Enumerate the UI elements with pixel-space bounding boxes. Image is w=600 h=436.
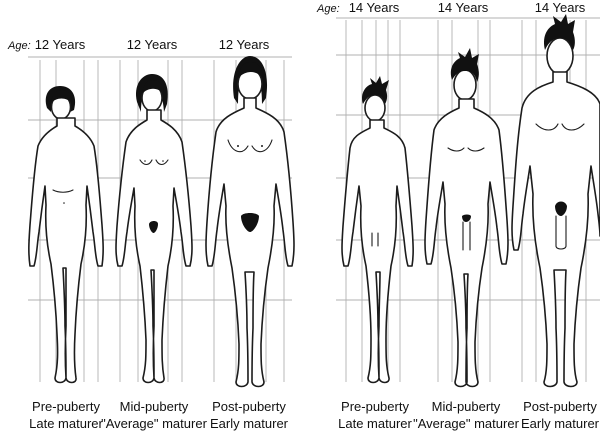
stage-label-left-3: Post-puberty <box>212 399 286 414</box>
maturer-label-left-2: "Average" maturer <box>101 416 207 431</box>
age-label-left: Age: <box>7 40 31 52</box>
age-label-right: Age: <box>316 3 340 15</box>
age-value-left-2: 12 Years <box>127 37 178 52</box>
age-value-right-3: 14 Years <box>535 0 586 15</box>
age-value-left-3: 12 Years <box>219 37 270 52</box>
age-value-right-2: 14 Years <box>438 0 489 15</box>
maturer-label-left-1: Late maturer <box>29 416 103 431</box>
figure-boy-pre-puberty <box>342 76 413 383</box>
maturer-label-right-3: Early maturer <box>521 416 600 431</box>
maturer-label-left-3: Early maturer <box>210 416 289 431</box>
figure-girl-post-puberty <box>206 56 294 387</box>
figure-boy-mid-puberty <box>425 48 508 387</box>
stage-label-right-2: Mid-puberty <box>432 399 501 414</box>
stage-label-right-1: Pre-puberty <box>341 399 409 414</box>
figure-boy-post-puberty <box>512 14 600 387</box>
age-value-right-1: 14 Years <box>349 0 400 15</box>
stage-label-left-1: Pre-puberty <box>32 399 100 414</box>
maturer-label-right-2: "Average" maturer <box>413 416 519 431</box>
maturer-label-right-1: Late maturer <box>338 416 412 431</box>
age-value-left-1: 12 Years <box>35 37 86 52</box>
stage-label-right-3: Post-puberty <box>523 399 597 414</box>
stage-label-left-2: Mid-puberty <box>120 399 189 414</box>
